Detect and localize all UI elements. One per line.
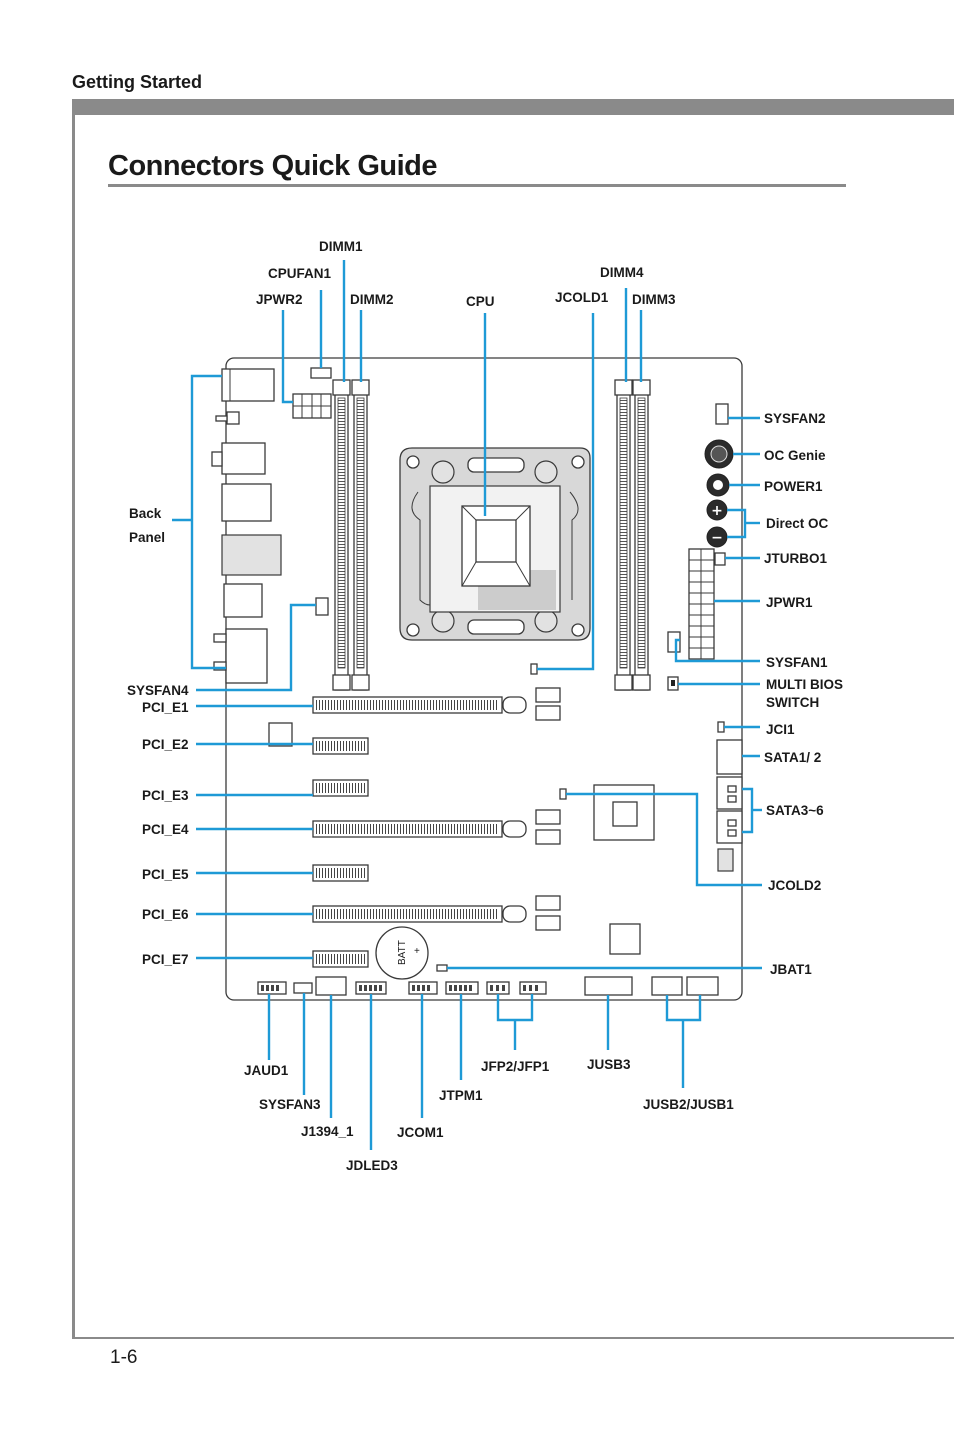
pci-e6-slot xyxy=(312,895,561,931)
label-dimm2: DIMM2 xyxy=(350,292,394,307)
sysfan4-connector xyxy=(315,597,329,616)
jusb2-header xyxy=(651,976,683,996)
cpu-socket xyxy=(399,447,591,641)
label-cpu: CPU xyxy=(466,294,495,309)
label-back-panel: Back xyxy=(129,506,162,521)
label-jdled3: JDLED3 xyxy=(346,1158,398,1173)
label-sata12: SATA1/ 2 xyxy=(764,750,821,765)
section-header: Getting Started xyxy=(72,72,203,92)
back-panel-io xyxy=(211,368,282,684)
label-sysfan2: SYSFAN2 xyxy=(764,411,826,426)
label-jbat1: JBAT1 xyxy=(770,962,812,977)
label-pci-e6: PCI_E6 xyxy=(142,907,189,922)
sata12-connector xyxy=(716,739,743,775)
label-jtpm1: JTPM1 xyxy=(439,1088,483,1103)
label-pci-e5: PCI_E5 xyxy=(142,867,189,882)
label-multi-bios-switch: SWITCH xyxy=(766,695,819,710)
label-cpufan1: CPUFAN1 xyxy=(268,266,332,281)
label-power1: POWER1 xyxy=(764,479,823,494)
callout-lines xyxy=(172,260,762,1150)
sysfan1-connector xyxy=(667,631,681,653)
label-pci-e3: PCI_E3 xyxy=(142,788,189,803)
label-pci-e7: PCI_E7 xyxy=(142,952,189,967)
label-jcold2: JCOLD2 xyxy=(768,878,821,893)
dimm3-slot xyxy=(632,379,651,691)
page-number: 1-6 xyxy=(110,1347,138,1368)
label-jpwr1: JPWR1 xyxy=(766,595,813,610)
label-jcom1: JCOM1 xyxy=(397,1125,444,1140)
label-dimm4: DIMM4 xyxy=(600,265,644,280)
label-jcold1: JCOLD1 xyxy=(555,290,609,305)
pci-e2-slot xyxy=(312,737,369,755)
label-pci-e2: PCI_E2 xyxy=(142,737,189,752)
svg-text:−: − xyxy=(711,530,723,546)
label-jpwr2: JPWR2 xyxy=(256,292,303,307)
label-pci-e4: PCI_E4 xyxy=(142,822,189,837)
jbat1-jumper xyxy=(436,964,448,972)
label-sysfan1: SYSFAN1 xyxy=(766,655,828,670)
label-jusb3: JUSB3 xyxy=(587,1057,631,1072)
jci1-connector xyxy=(717,721,725,733)
battery-polarity: + xyxy=(414,946,420,957)
battery-label: BATT xyxy=(397,940,408,965)
dimm4-slot xyxy=(614,379,633,691)
dimm2-slot xyxy=(351,379,370,691)
label-jfp2-jfp1: JFP2/JFP1 xyxy=(481,1059,550,1074)
label-jaud1: JAUD1 xyxy=(244,1063,289,1078)
label-dimm3: DIMM3 xyxy=(632,292,676,307)
pci-e7-slot xyxy=(312,950,369,968)
pci-e3-slot xyxy=(312,779,369,797)
footer-rule xyxy=(72,1337,954,1339)
jcold1-jumper xyxy=(530,663,538,675)
left-margin-rule xyxy=(72,99,75,1339)
jturbo1-connector xyxy=(714,552,726,566)
sysfan3-connector xyxy=(293,982,313,994)
sysfan2-connector xyxy=(715,403,729,425)
label-multi-bios: MULTI BIOS xyxy=(766,677,843,692)
page-title: Connectors Quick Guide xyxy=(108,150,438,182)
sata5-6-connector xyxy=(716,810,743,844)
sata3-4-connector xyxy=(716,776,743,810)
j1394-1-header xyxy=(315,976,347,996)
aux-chip xyxy=(268,722,293,747)
label-back-panel-2: Panel xyxy=(129,530,165,545)
label-sysfan4: SYSFAN4 xyxy=(127,683,189,698)
dimm1-slot xyxy=(332,379,351,691)
label-j1394-1: J1394_1 xyxy=(301,1124,354,1139)
label-sysfan3: SYSFAN3 xyxy=(259,1097,321,1112)
svg-text:+: + xyxy=(711,503,723,519)
title-underline xyxy=(108,184,846,187)
jcold2-jumper xyxy=(559,788,567,800)
label-sata36: SATA3~6 xyxy=(766,803,824,818)
jusb3-header xyxy=(584,976,633,996)
label-jci1: JCI1 xyxy=(766,722,795,737)
cpufan1-connector xyxy=(310,367,332,379)
label-jturbo1: JTURBO1 xyxy=(764,551,828,566)
io-chip xyxy=(609,923,641,955)
pci-e4-slot xyxy=(312,809,561,845)
label-jusb2-jusb1: JUSB2/JUSB1 xyxy=(643,1097,734,1112)
pci-e5-slot xyxy=(312,864,369,882)
label-oc-genie: OC Genie xyxy=(764,448,826,463)
label-direct-oc: Direct OC xyxy=(766,516,829,531)
label-pci-e1: PCI_E1 xyxy=(142,700,189,715)
label-dimm1: DIMM1 xyxy=(319,239,363,254)
pci-e1-slot xyxy=(312,687,561,721)
jusb1-header xyxy=(686,976,719,996)
header-bar xyxy=(72,99,954,115)
cmos-battery: BATT + xyxy=(375,926,429,980)
